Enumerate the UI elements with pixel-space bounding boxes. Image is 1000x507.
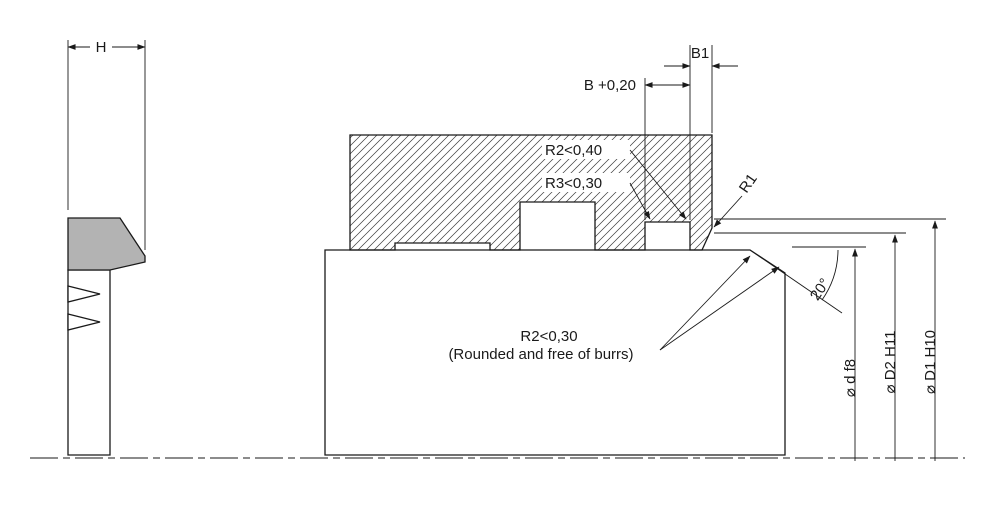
seal-head: [67, 217, 146, 271]
assembly-section: [324, 134, 786, 456]
burrs-note-leader-1: [659, 255, 751, 351]
dia-d2-label: ⌀ D2 H11: [882, 331, 899, 394]
burrs-note-text: (Rounded and free of burrs): [448, 346, 633, 363]
burrs-note: R2<0,30 (Rounded and free of burrs): [448, 255, 780, 363]
dia-d2-h11: ⌀ D2 H11: [714, 232, 906, 461]
callout-r2-040: R2<0,40: [542, 140, 687, 220]
callout-r1-label: R1: [736, 171, 761, 196]
callout-r1-leader: [713, 195, 743, 228]
chamfer-angle-arc: [821, 249, 839, 301]
dim-b-label: B +0,20: [584, 77, 636, 94]
seal-cross-section: [67, 217, 146, 456]
callout-r3-030-leader: [629, 182, 651, 220]
dim-h-text-mask: [90, 38, 112, 55]
dia-d-f8: ⌀ d f8: [792, 246, 866, 461]
burrs-note-r2-label: R2<0,30: [520, 328, 577, 345]
dia-d1-h10: ⌀ D1 H10: [714, 218, 946, 461]
callout-r2-040-leader: [629, 149, 687, 220]
dim-h-label: H: [96, 39, 107, 56]
seal-lip-groove: [67, 313, 101, 331]
dim-b1-label: B1: [691, 45, 709, 62]
callout-r3-030-label: R3<0,30: [545, 175, 602, 192]
callout-r2-040-mask: [542, 140, 630, 159]
burrs-note-leader-2: [659, 266, 780, 351]
housing-hatched-block: [349, 134, 713, 251]
seal-lip-groove: [67, 285, 101, 303]
chamfer-extension-line: [749, 249, 843, 314]
dia-d-label: ⌀ d f8: [842, 359, 859, 397]
dim-h: H: [67, 38, 146, 250]
dia-d1-label: ⌀ D1 H10: [922, 330, 939, 394]
callout-r3-030-mask: [542, 173, 630, 192]
callout-r2-040-label: R2<0,40: [545, 142, 602, 159]
chamfer-angle-label: 20°: [807, 275, 834, 303]
dim-b1: B1: [664, 45, 738, 133]
shaft-block: [324, 249, 786, 456]
callout-r3-030: R3<0,30: [542, 173, 651, 220]
dim-b: B +0,20: [584, 45, 691, 220]
